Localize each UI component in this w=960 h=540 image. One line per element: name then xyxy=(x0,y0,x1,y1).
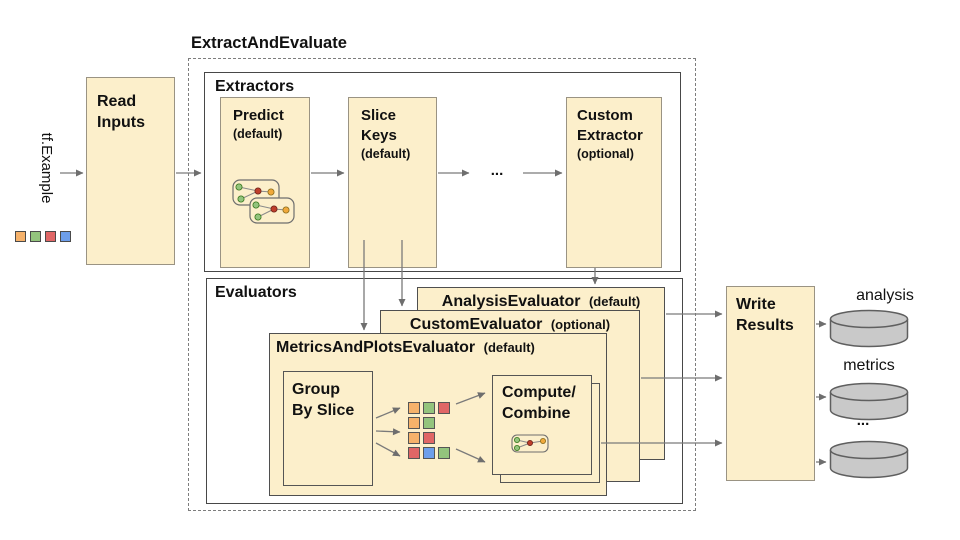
legend-square-orange xyxy=(15,231,26,242)
diagram-title: ExtractAndEvaluate xyxy=(191,34,347,52)
predict-qualifier: (default) xyxy=(233,127,283,141)
slice-keys-qualifier: (default) xyxy=(361,147,411,161)
custom-evaluator-qualifier: (optional) xyxy=(550,317,611,332)
slice-square-orange xyxy=(408,417,420,429)
slice-square-red xyxy=(438,402,450,414)
custom-extractor-box: Custom Extractor (optional) xyxy=(566,97,662,268)
output-label-analysis: analysis xyxy=(856,287,914,304)
tf-example-label: tf.Example xyxy=(38,132,55,204)
extractors-ellipsis: ... xyxy=(490,162,504,179)
compute-combine-title: Compute/ Combine xyxy=(502,384,576,422)
analysis-database-cylinder-icon xyxy=(829,309,909,348)
legend-square-green xyxy=(30,231,41,242)
slice-square-blue xyxy=(423,447,435,459)
write-results-box: Write Results xyxy=(726,286,815,481)
input-legend xyxy=(15,231,71,243)
metrics-evaluator-title: MetricsAndPlotsEvaluator xyxy=(276,339,476,356)
slice-row-3 xyxy=(408,432,450,444)
output-label-metrics: metrics xyxy=(843,357,895,374)
metrics-evaluator-qualifier: (default) xyxy=(483,340,535,355)
write-results-title: Write Results xyxy=(736,296,794,334)
other-database-cylinder-icon xyxy=(829,440,909,479)
custom-extractor-title: Custom Extractor xyxy=(577,107,643,144)
slice-square-orange xyxy=(408,402,420,414)
slice-square-green xyxy=(423,402,435,414)
read-inputs-box: Read Inputs xyxy=(86,77,175,265)
legend-square-blue xyxy=(60,231,71,242)
custom-evaluator-title: CustomEvaluator xyxy=(409,316,543,333)
slice-grid xyxy=(408,402,450,462)
metrics-database-cylinder-icon xyxy=(829,382,909,421)
slice-keys-extractor-box: Slice Keys (default) xyxy=(348,97,437,268)
slice-row-1 xyxy=(408,402,450,414)
analysis-evaluator-qualifier: (default) xyxy=(588,294,641,309)
analysis-evaluator-title: AnalysisEvaluator xyxy=(441,293,581,310)
evaluators-label: Evaluators xyxy=(215,284,297,301)
compute-combine-box: Compute/ Combine xyxy=(492,375,592,475)
combine-graph-icon xyxy=(511,434,549,453)
slice-square-red xyxy=(423,432,435,444)
slice-keys-title: Slice Keys xyxy=(361,107,397,144)
slice-row-4 xyxy=(408,447,450,459)
group-by-slice-title: Group By Slice xyxy=(292,381,355,419)
custom-extractor-qualifier: (optional) xyxy=(577,147,634,161)
extractors-label: Extractors xyxy=(215,78,295,95)
legend-square-red xyxy=(45,231,56,242)
slice-square-orange xyxy=(408,432,420,444)
read-inputs-title: Read Inputs xyxy=(97,93,145,131)
model-graph-icon xyxy=(232,179,295,224)
slice-square-red xyxy=(408,447,420,459)
slice-row-2 xyxy=(408,417,450,429)
slice-square-green xyxy=(438,447,450,459)
slice-square-green xyxy=(423,417,435,429)
predict-title: Predict xyxy=(233,107,284,124)
extract-and-evaluate-dashed-group xyxy=(188,58,696,511)
group-by-slice-box: Group By Slice xyxy=(283,371,373,486)
